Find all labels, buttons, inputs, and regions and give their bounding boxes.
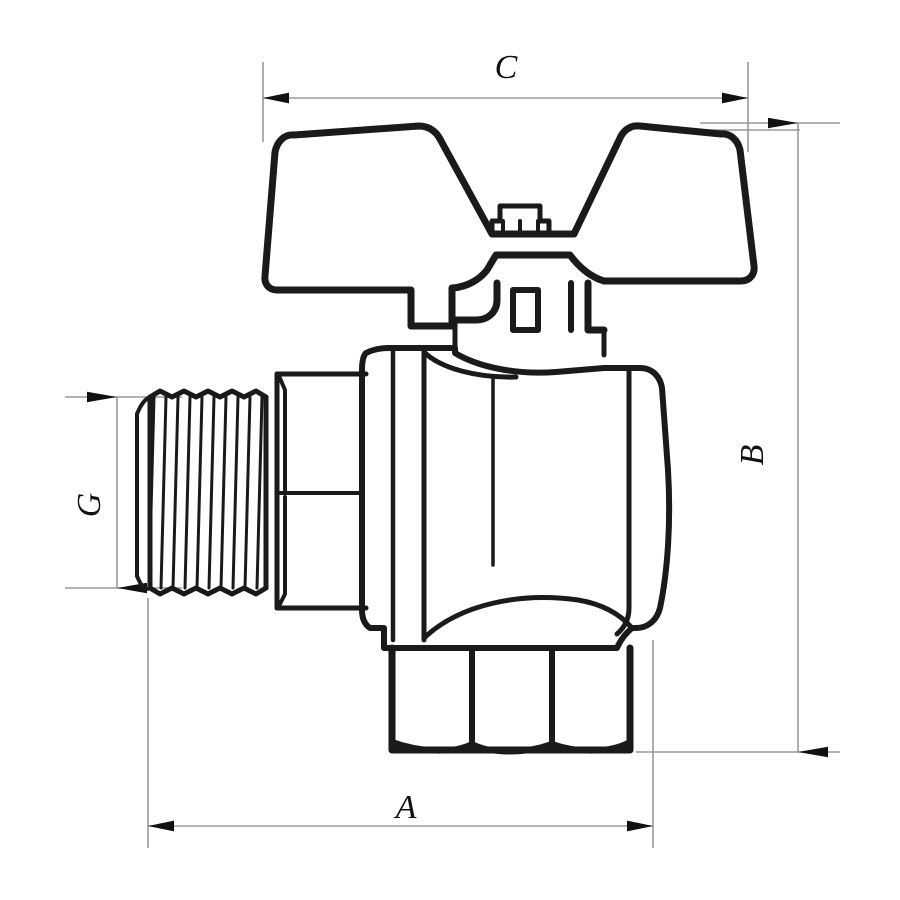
thread-end-face-top [135, 395, 152, 416]
body-waist-bottom-curve [421, 595, 635, 641]
dimension-label-c: C [495, 49, 518, 86]
stem-collar-right [584, 279, 608, 334]
butterfly-handle [261, 122, 758, 330]
male-thread-bottom-zigzag [147, 585, 269, 597]
stem-keyway [510, 287, 541, 333]
thread-shoulder-chamfer-top [277, 374, 287, 492]
extension-lines [65, 62, 840, 848]
dimension-lines [87, 92, 828, 832]
handle-top-nut [489, 203, 552, 236]
dimension-labels: C B G A [71, 49, 771, 826]
valve-body [359, 345, 673, 651]
body-endcap-inner [614, 365, 632, 637]
male-thread-top-zigzag [147, 388, 269, 400]
dimension-label-b: B [734, 444, 771, 465]
dimension-label-a: A [394, 789, 417, 826]
hex-nut-bottom-edge [389, 739, 475, 754]
body-waist-top-curve [421, 349, 519, 380]
thread-end-face-bottom [135, 574, 152, 591]
thread-shoulder-chamfer-bottom [277, 495, 287, 608]
stem-collar [448, 279, 501, 324]
hex-nut-bottom-edge-2 [469, 741, 555, 755]
hex-nut-bottom-edge-3 [549, 739, 633, 754]
thread-crest-lines [147, 395, 264, 590]
valve-geometry [135, 122, 758, 755]
hex-nut [388, 644, 634, 754]
dimension-label-g: G [71, 493, 108, 518]
